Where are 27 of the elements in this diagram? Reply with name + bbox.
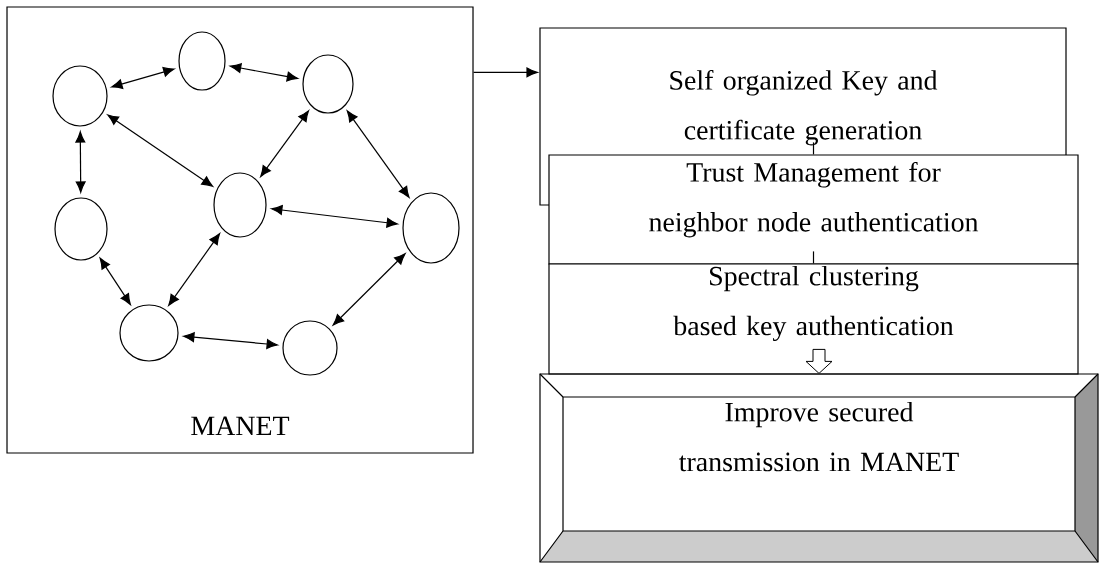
step-box: Trust Management for neighbor node authentication (548, 154, 1079, 265)
network-node-circle (178, 31, 226, 91)
double-arrow (111, 67, 175, 89)
double-arrow (183, 332, 278, 349)
beveled-box: Improve secured transmission in MANET (539, 373, 1099, 563)
step-box: Spectral clustering based key authentication (548, 263, 1079, 375)
double-arrow (346, 110, 410, 198)
double-arrow (75, 131, 86, 193)
connector-line (812, 250, 815, 264)
network-node-circle (213, 172, 267, 238)
double-arrow (107, 114, 214, 187)
connector-line (812, 141, 815, 155)
double-arrow (99, 257, 131, 306)
network-node-circle (54, 197, 108, 261)
double-arrow (332, 253, 406, 326)
network-panel: MANET (6, 6, 474, 454)
double-arrow (260, 110, 310, 178)
block-arrow (805, 348, 833, 374)
network-node-circle (52, 65, 108, 127)
arrow (473, 67, 538, 78)
double-arrow (271, 205, 398, 228)
network-node-circle (302, 54, 354, 114)
network-node-circle (282, 320, 338, 376)
network-node-circle (402, 192, 460, 264)
network-node-circle (119, 304, 179, 362)
double-arrow (229, 63, 299, 82)
double-arrow (168, 233, 221, 306)
